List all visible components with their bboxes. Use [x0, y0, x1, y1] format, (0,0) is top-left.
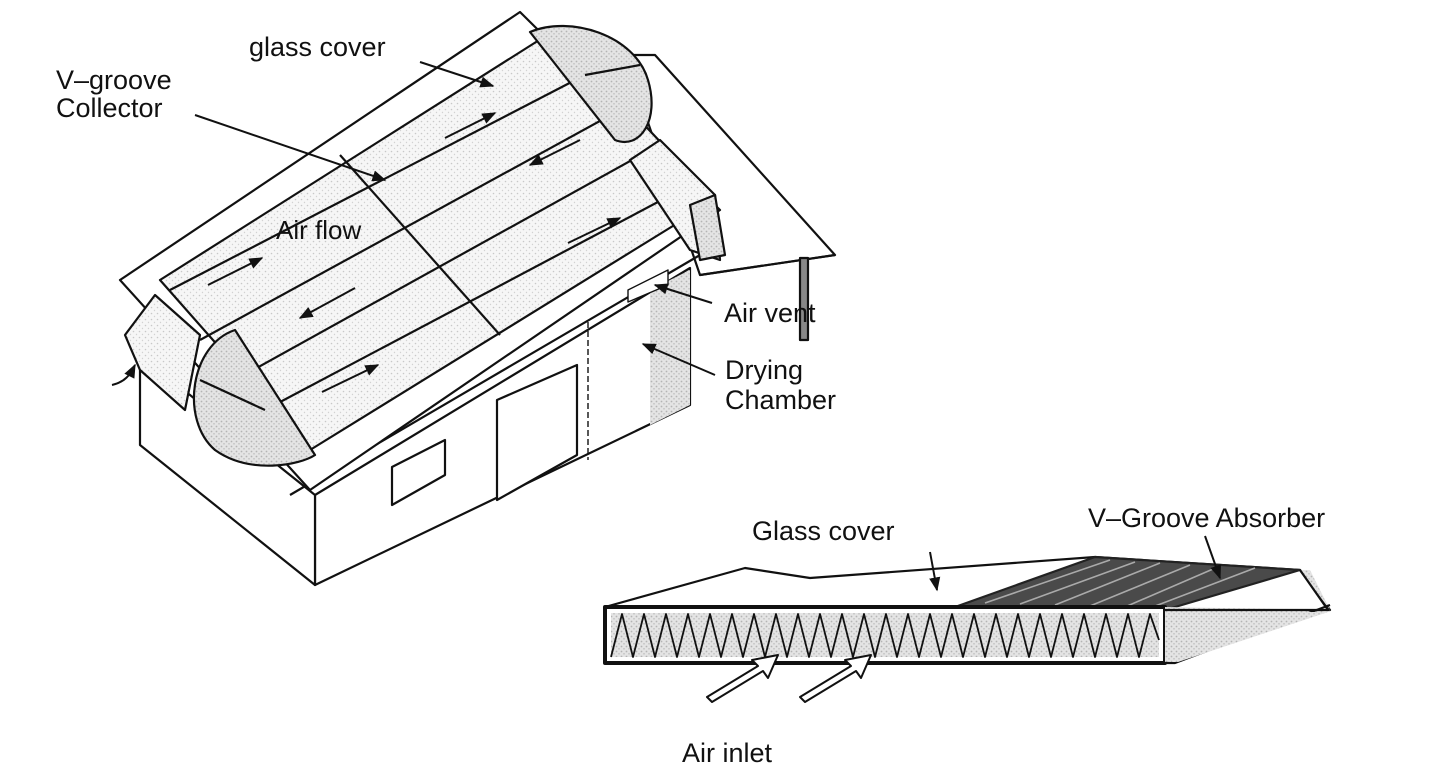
collector-end-cap-top	[528, 24, 653, 143]
support-post	[798, 256, 810, 342]
window	[390, 438, 447, 507]
label-vgroove-absorber: V–Groove Absorber	[1088, 503, 1326, 533]
label-vgroove-collector: V–groove Collector	[56, 65, 172, 123]
label-air-vent: Air vent	[724, 298, 816, 328]
air-flow-arrows	[207, 112, 622, 393]
label-air-inlet: Air inlet	[682, 738, 773, 768]
label-glass-cover-detail: Glass cover	[752, 516, 895, 546]
air-inlet-arrows	[706, 654, 872, 703]
leader-lines	[194, 61, 716, 376]
dryer-house	[111, 10, 837, 587]
collector-end-cap-bottom	[192, 328, 317, 467]
door	[495, 363, 579, 502]
collector-side-box-left	[123, 293, 202, 412]
absorber-detail	[603, 535, 1332, 703]
drying-chamber-strip	[650, 270, 690, 425]
v-groove-profile	[610, 613, 1160, 658]
label-drying-chamber: Drying Chamber	[725, 355, 837, 415]
label-air-flow: Air flow	[276, 215, 362, 245]
label-glass-cover-top: glass cover	[249, 32, 386, 62]
